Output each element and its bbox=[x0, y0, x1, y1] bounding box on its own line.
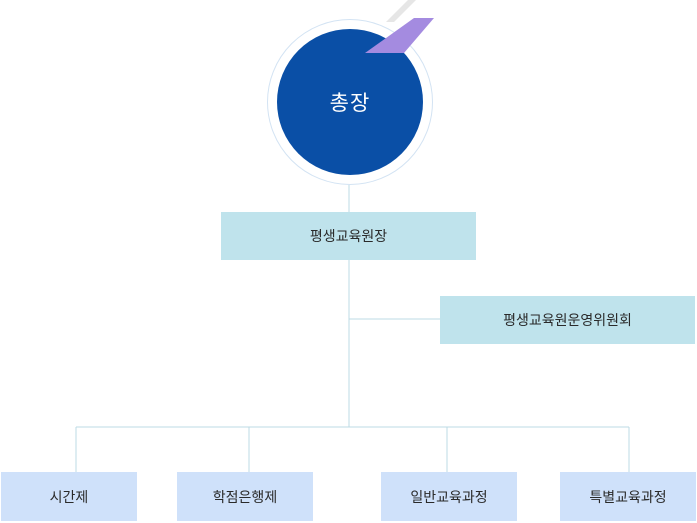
program-box-special: 특별교육과정 bbox=[560, 472, 696, 521]
accent-stripe-decoration bbox=[365, 0, 434, 53]
top-node-label: 총장 bbox=[329, 91, 371, 115]
program-label: 일반교육과정 bbox=[410, 489, 488, 506]
program-label: 시간제 bbox=[49, 489, 89, 506]
program-box-credit-bank: 학점은행제 bbox=[177, 472, 313, 521]
committee-box: 평생교육원운영위원회 bbox=[440, 296, 695, 344]
director-label: 평생교육원장 bbox=[309, 229, 388, 245]
top-node-circle: 총장 bbox=[277, 29, 423, 175]
program-box-general: 일반교육과정 bbox=[381, 472, 517, 521]
program-label: 학점은행제 bbox=[212, 489, 278, 506]
program-box-part-time: 시간제 bbox=[1, 472, 137, 521]
program-label: 특별교육과정 bbox=[589, 489, 667, 506]
committee-label: 평생교육원운영위원회 bbox=[503, 313, 632, 329]
director-box: 평생교육원장 bbox=[221, 212, 476, 260]
